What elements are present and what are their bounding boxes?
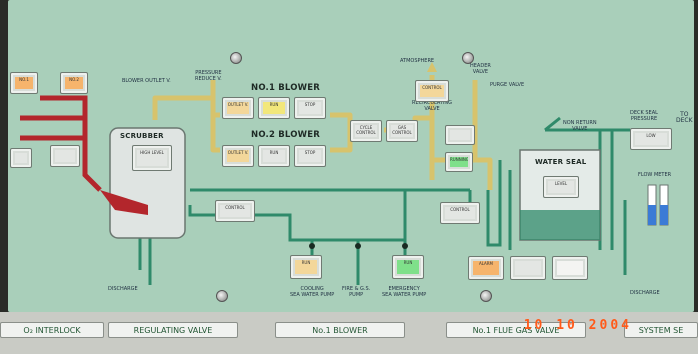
nameplate-o2-interlock: O₂ INTERLOCK bbox=[0, 322, 104, 338]
gas-pipe bbox=[213, 115, 220, 150]
water-seal-lamp[interactable]: LEVEL bbox=[543, 176, 579, 198]
purge-valve-label: PURGE VALVE bbox=[490, 82, 524, 88]
no1-lamp[interactable]: NO.1 bbox=[10, 72, 38, 94]
pump-control-button[interactable]: CONTROL bbox=[215, 200, 255, 222]
valve-icon bbox=[355, 243, 361, 249]
red-pipe bbox=[40, 98, 100, 190]
outlet-valve-label: BLOWER OUTLET V. bbox=[122, 78, 171, 84]
cooling-pump-label: COOLING SEA WATER PUMP bbox=[290, 286, 334, 298]
water-seal-title: WATER SEAL bbox=[535, 158, 586, 166]
water-pipe bbox=[190, 205, 215, 215]
alarm-lamp-3[interactable] bbox=[552, 256, 588, 280]
non-return-label: NON RETURN VALVE bbox=[563, 120, 597, 132]
no1-run-button[interactable]: RUN bbox=[258, 97, 290, 119]
deck-seal-lamp[interactable]: LOW bbox=[630, 128, 672, 150]
scrubber-alarm-button[interactable]: HIGH LEVEL bbox=[132, 145, 172, 171]
gas-pipe bbox=[213, 98, 220, 115]
no2-blower-title: NO.2 BLOWER bbox=[251, 130, 320, 140]
gas-control-button[interactable]: GAS CONTROL bbox=[386, 120, 418, 142]
flow-meter-level bbox=[648, 205, 656, 225]
panel-screw bbox=[480, 290, 492, 302]
no1-stop-button[interactable]: STOP bbox=[294, 97, 326, 119]
panel-screw bbox=[462, 52, 474, 64]
cycle-control-button[interactable]: CYCLE CONTROL bbox=[350, 120, 382, 142]
gas-pipe bbox=[330, 115, 350, 135]
discharge-left-label: DISCHARGE bbox=[108, 286, 138, 292]
valve-icon bbox=[309, 243, 315, 249]
deck-seal-label: DECK SEAL PRESSURE bbox=[630, 110, 658, 122]
pump-indicator-button[interactable]: CONTROL bbox=[440, 202, 480, 224]
water-pipe bbox=[545, 118, 560, 130]
to-deck-label: TO DECK bbox=[676, 112, 693, 124]
side-button[interactable] bbox=[10, 148, 32, 168]
no1-blower-title: NO.1 BLOWER bbox=[251, 83, 320, 93]
nameplate-no1-blower: No.1 BLOWER bbox=[275, 322, 405, 338]
discharge-right-label: DISCHARGE bbox=[630, 290, 660, 296]
atmosphere-valve-button[interactable]: CONTROL bbox=[415, 80, 449, 102]
cooling-pump-lamp[interactable]: RUN bbox=[290, 255, 322, 279]
nameplate-regulating-valve: REGULATING VALVE bbox=[108, 322, 238, 338]
red-piping bbox=[20, 98, 100, 190]
no2-stop-button[interactable]: STOP bbox=[294, 145, 326, 167]
no2-run-button[interactable]: RUN bbox=[258, 145, 290, 167]
green-indicator[interactable]: RUNNING bbox=[445, 152, 473, 172]
flow-meter-label: FLOW METER bbox=[638, 172, 671, 178]
gas-pipe bbox=[330, 135, 350, 150]
panel-screw bbox=[230, 52, 242, 64]
recirc-button[interactable] bbox=[445, 125, 475, 145]
panel-screw bbox=[216, 290, 228, 302]
fire-pump-label: FIRE & G.S. PUMP bbox=[342, 286, 370, 298]
nameplate-system: SYSTEM SE bbox=[624, 322, 698, 338]
no2-outlet-button[interactable]: OUTLET V. bbox=[222, 145, 254, 167]
pressure-valve-label: PRESSURE REDUCE V. bbox=[195, 70, 222, 82]
flow-meter-level bbox=[660, 205, 668, 225]
side-button[interactable] bbox=[50, 145, 80, 167]
emergency-pump-label: EMERGENCY SEA WATER PUMP bbox=[382, 286, 426, 298]
no2-lamp[interactable]: NO.2 bbox=[60, 72, 88, 94]
scrubber-title: SCRUBBER bbox=[120, 132, 164, 140]
alarm-lamp-1[interactable]: ALARM bbox=[468, 256, 504, 280]
valve-icon bbox=[402, 243, 408, 249]
alarm-lamp-2[interactable] bbox=[510, 256, 546, 280]
no1-outlet-button[interactable]: OUTLET V. bbox=[222, 97, 254, 119]
photo-timestamp: 10 10 2004 bbox=[524, 318, 632, 333]
gas-pipe bbox=[155, 80, 213, 120]
emergency-pump-lamp[interactable]: RUN bbox=[392, 255, 424, 279]
water-seal-level bbox=[520, 210, 600, 240]
atmosphere-label: ATMOSPHERE bbox=[400, 58, 434, 64]
header-valve-label: HEADER VALVE bbox=[470, 63, 491, 75]
water-pipe bbox=[255, 215, 405, 270]
